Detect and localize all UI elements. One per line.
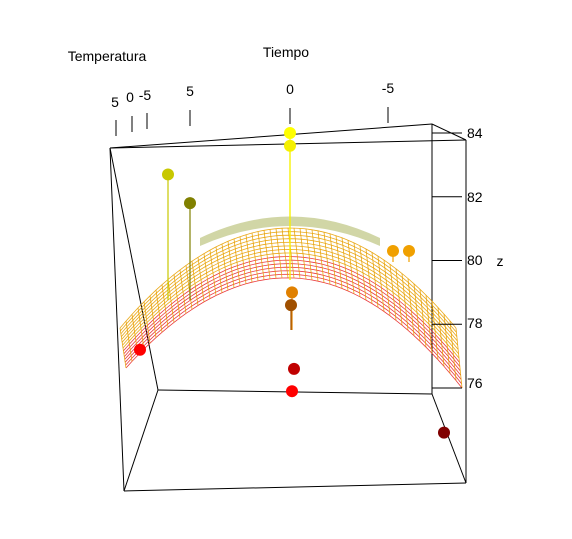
box-edge <box>123 482 467 492</box>
mesh-line <box>275 228 283 279</box>
mesh-line <box>401 273 409 331</box>
mesh-line <box>215 246 223 293</box>
box-edge <box>109 123 433 149</box>
data-point <box>284 127 296 139</box>
x-tick-label: -5 <box>382 80 395 96</box>
mesh-line <box>425 295 433 354</box>
mesh-line <box>431 301 439 360</box>
data-point <box>162 168 174 181</box>
mesh-line <box>263 230 271 279</box>
x-tick-label: 5 <box>186 83 194 99</box>
data-point <box>285 299 297 312</box>
drop-lines <box>167 133 410 330</box>
mesh-line <box>269 229 277 279</box>
mesh-line <box>209 250 217 296</box>
mesh-highlight <box>200 216 380 246</box>
axis-ticks <box>115 107 462 389</box>
mesh-line <box>293 228 301 279</box>
z-tick-label: 78 <box>467 315 483 331</box>
box-edge <box>123 389 159 492</box>
mesh-line <box>389 264 397 321</box>
mesh-line <box>257 231 265 280</box>
mesh-line <box>119 327 127 369</box>
box-edge <box>431 123 467 141</box>
mesh-line <box>161 284 169 328</box>
mesh-line <box>449 320 457 381</box>
mesh-line <box>299 228 307 280</box>
mesh-line <box>371 252 379 308</box>
mesh-line <box>125 321 133 362</box>
data-points <box>134 127 450 439</box>
mesh-line <box>287 227 295 279</box>
axis-box <box>109 123 467 492</box>
mesh-line <box>137 307 145 350</box>
mesh-line <box>179 269 187 314</box>
mesh-line <box>305 228 313 281</box>
x-axis-label: Tiempo <box>263 44 309 60</box>
mesh-line <box>353 242 361 297</box>
mesh-line <box>197 257 205 302</box>
data-point <box>286 385 298 398</box>
z-tick-label: 84 <box>467 125 483 141</box>
y-axis-label: Temperatura <box>68 48 147 64</box>
mesh-line <box>437 307 445 367</box>
mesh-line <box>323 232 331 285</box>
mesh-line <box>347 240 355 294</box>
z-tick-label: 76 <box>467 375 483 391</box>
box-edge <box>431 393 467 484</box>
z-tick-label: 80 <box>467 252 483 268</box>
z-tick-labels: 84 82 80 78 76 <box>467 125 483 391</box>
mesh-line <box>185 265 193 310</box>
mesh-line <box>359 245 367 301</box>
mesh-line <box>239 236 247 284</box>
data-point <box>288 362 300 375</box>
mesh-line <box>329 233 337 287</box>
mesh-line <box>419 289 427 348</box>
mesh-line <box>173 274 181 318</box>
data-point <box>134 343 146 356</box>
mesh-line <box>395 268 403 326</box>
mesh-line <box>155 290 163 333</box>
mesh-line <box>245 234 253 283</box>
box-edge <box>109 147 125 492</box>
z-tick-label: 82 <box>467 189 483 205</box>
data-point <box>286 286 298 299</box>
box-edge <box>109 147 159 391</box>
y-tick-labels: 5 0 -5 <box>111 87 151 110</box>
mesh-line <box>167 279 175 323</box>
z-axis-label: z <box>497 253 504 269</box>
mesh-line <box>317 230 325 283</box>
mesh-line <box>413 283 421 342</box>
mesh-line <box>383 260 391 316</box>
y-tick-label: -5 <box>139 87 152 103</box>
mesh-line <box>443 314 451 374</box>
mesh-line <box>341 237 349 292</box>
mesh-line <box>149 295 157 338</box>
x-tick-labels: 5 0 -5 <box>186 80 394 99</box>
mesh-line <box>191 261 199 306</box>
x-tick-label: 0 <box>286 81 294 97</box>
mesh-line <box>227 241 235 288</box>
mesh-line <box>455 327 463 389</box>
mesh-line <box>377 256 385 312</box>
y-tick-label: 0 <box>126 89 134 105</box>
mesh-line <box>335 235 343 289</box>
mesh-line <box>281 228 289 278</box>
mesh-line <box>311 229 319 282</box>
data-point <box>403 244 415 257</box>
data-point <box>387 244 399 257</box>
data-point <box>438 426 450 439</box>
mesh-line <box>143 301 151 344</box>
y-tick-label: 5 <box>111 94 119 110</box>
mesh-line <box>203 253 211 299</box>
data-point <box>284 139 296 152</box>
data-point <box>184 197 196 210</box>
mesh-line <box>407 278 415 336</box>
mesh-line <box>119 227 457 329</box>
mesh-line <box>251 232 259 281</box>
mesh-line <box>221 243 229 291</box>
mesh-line <box>365 248 373 304</box>
mesh-line <box>233 238 241 286</box>
